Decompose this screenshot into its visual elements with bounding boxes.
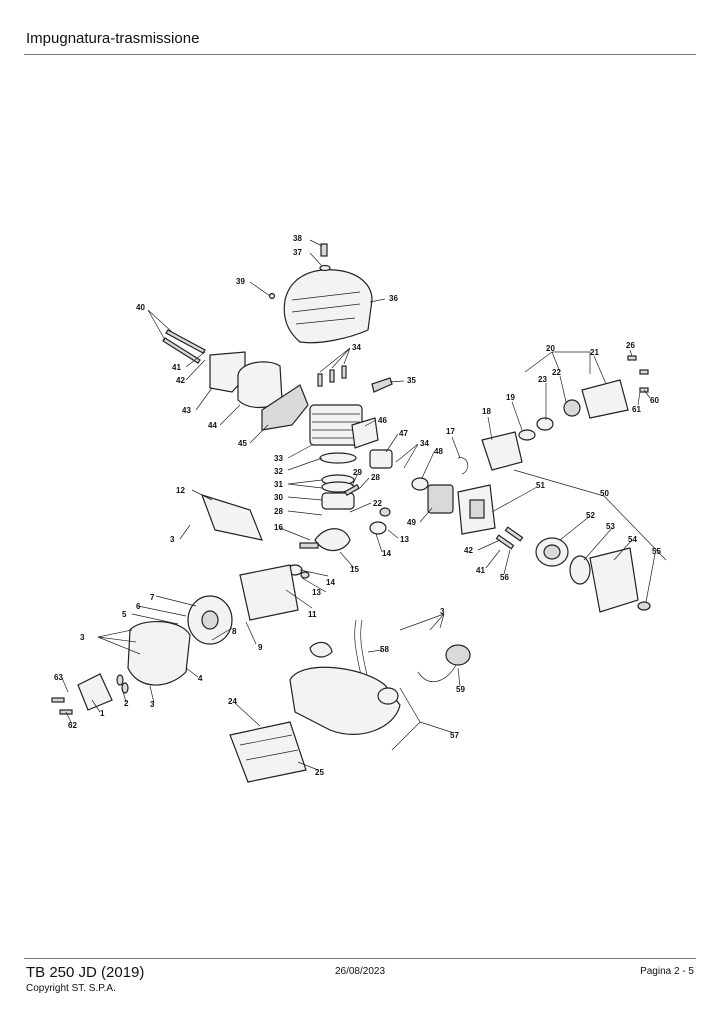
callout-52: 52 xyxy=(586,511,595,520)
callout-16: 16 xyxy=(274,523,283,532)
callout-48: 48 xyxy=(434,447,443,456)
callout-7: 7 xyxy=(150,593,155,602)
callout-labels: 38 37 39 36 40 41 42 43 44 45 34 35 46 4… xyxy=(54,234,661,777)
callout-8: 8 xyxy=(232,627,237,636)
callout-3c: 3 xyxy=(150,700,155,709)
callout-14b: 14 xyxy=(326,578,335,587)
callout-3a: 3 xyxy=(170,535,175,544)
callout-2: 2 xyxy=(124,699,129,708)
callout-22: 22 xyxy=(552,368,561,377)
callout-24: 24 xyxy=(228,697,237,706)
callout-6: 6 xyxy=(136,602,141,611)
callout-25: 25 xyxy=(315,768,324,777)
callout-59: 59 xyxy=(456,685,465,694)
callout-34a: 34 xyxy=(352,343,361,352)
callout-27: 22 xyxy=(373,499,382,508)
footer-date: 26/08/2023 xyxy=(334,966,386,977)
callout-36: 36 xyxy=(389,294,398,303)
callout-13b: 13 xyxy=(312,588,321,597)
callout-37: 37 xyxy=(293,248,302,257)
callout-45: 45 xyxy=(238,439,247,448)
callout-19: 19 xyxy=(506,393,515,402)
callout-56: 56 xyxy=(500,573,509,582)
callout-3d: 3 xyxy=(440,607,445,616)
callout-41: 41 xyxy=(172,363,181,372)
callout-42b: 42 xyxy=(464,546,473,555)
callout-5: 5 xyxy=(122,610,127,619)
callout-44: 44 xyxy=(208,421,217,430)
callout-18: 18 xyxy=(482,407,491,416)
callout-49: 49 xyxy=(407,518,416,527)
callout-39: 39 xyxy=(236,277,245,286)
part-shapes xyxy=(51,243,651,783)
callout-38: 38 xyxy=(293,234,302,243)
callout-30: 30 xyxy=(274,493,283,502)
callout-28a: 28 xyxy=(274,507,283,516)
callout-33: 33 xyxy=(274,454,283,463)
callout-57: 57 xyxy=(450,731,459,740)
callout-40: 40 xyxy=(136,303,145,312)
callout-51: 51 xyxy=(536,481,545,490)
callout-62: 62 xyxy=(68,721,77,730)
callout-11: 11 xyxy=(308,610,317,619)
callout-42: 42 xyxy=(176,376,185,385)
callout-53: 53 xyxy=(606,522,615,531)
callout-60: 60 xyxy=(650,396,659,405)
callout-54: 54 xyxy=(628,535,637,544)
callout-58: 58 xyxy=(380,645,389,654)
callout-34b: 34 xyxy=(420,439,429,448)
callout-3b: 3 xyxy=(80,633,85,642)
callout-32: 32 xyxy=(274,467,283,476)
callout-15: 15 xyxy=(350,565,359,574)
callout-50: 50 xyxy=(600,489,609,498)
callout-41b: 41 xyxy=(476,566,485,575)
page-title: Impugnatura-trasmissione xyxy=(26,30,200,47)
callout-26: 26 xyxy=(626,341,635,350)
callout-35: 35 xyxy=(407,376,416,385)
callout-4: 4 xyxy=(198,674,203,683)
callout-23: 23 xyxy=(538,375,547,384)
header-divider xyxy=(24,54,696,55)
callout-47: 47 xyxy=(399,429,408,438)
callout-21: 21 xyxy=(590,348,599,357)
footer-model: TB 250 JD (2019) xyxy=(26,964,145,981)
footer-divider xyxy=(24,958,696,959)
callout-12: 12 xyxy=(176,486,185,495)
callout-55: 55 xyxy=(652,547,661,556)
callout-9: 9 xyxy=(258,643,263,652)
leader-lines xyxy=(61,239,667,771)
footer-page-number: Pagina 2 - 5 xyxy=(640,966,694,977)
callout-17: 17 xyxy=(446,427,455,436)
callout-63: 63 xyxy=(54,673,63,682)
callout-13a: 13 xyxy=(400,535,409,544)
callout-43: 43 xyxy=(182,406,191,415)
callout-28b: 28 xyxy=(371,473,380,482)
footer-copyright: Copyright ST. S.P.A. xyxy=(26,983,116,994)
callout-61: 61 xyxy=(632,405,641,414)
callout-1: 1 xyxy=(100,709,105,718)
callout-20: 20 xyxy=(546,344,555,353)
callout-29: 29 xyxy=(353,468,362,477)
callout-14a: 14 xyxy=(382,549,391,558)
callout-46: 46 xyxy=(378,416,387,425)
callout-31: 31 xyxy=(274,480,283,489)
